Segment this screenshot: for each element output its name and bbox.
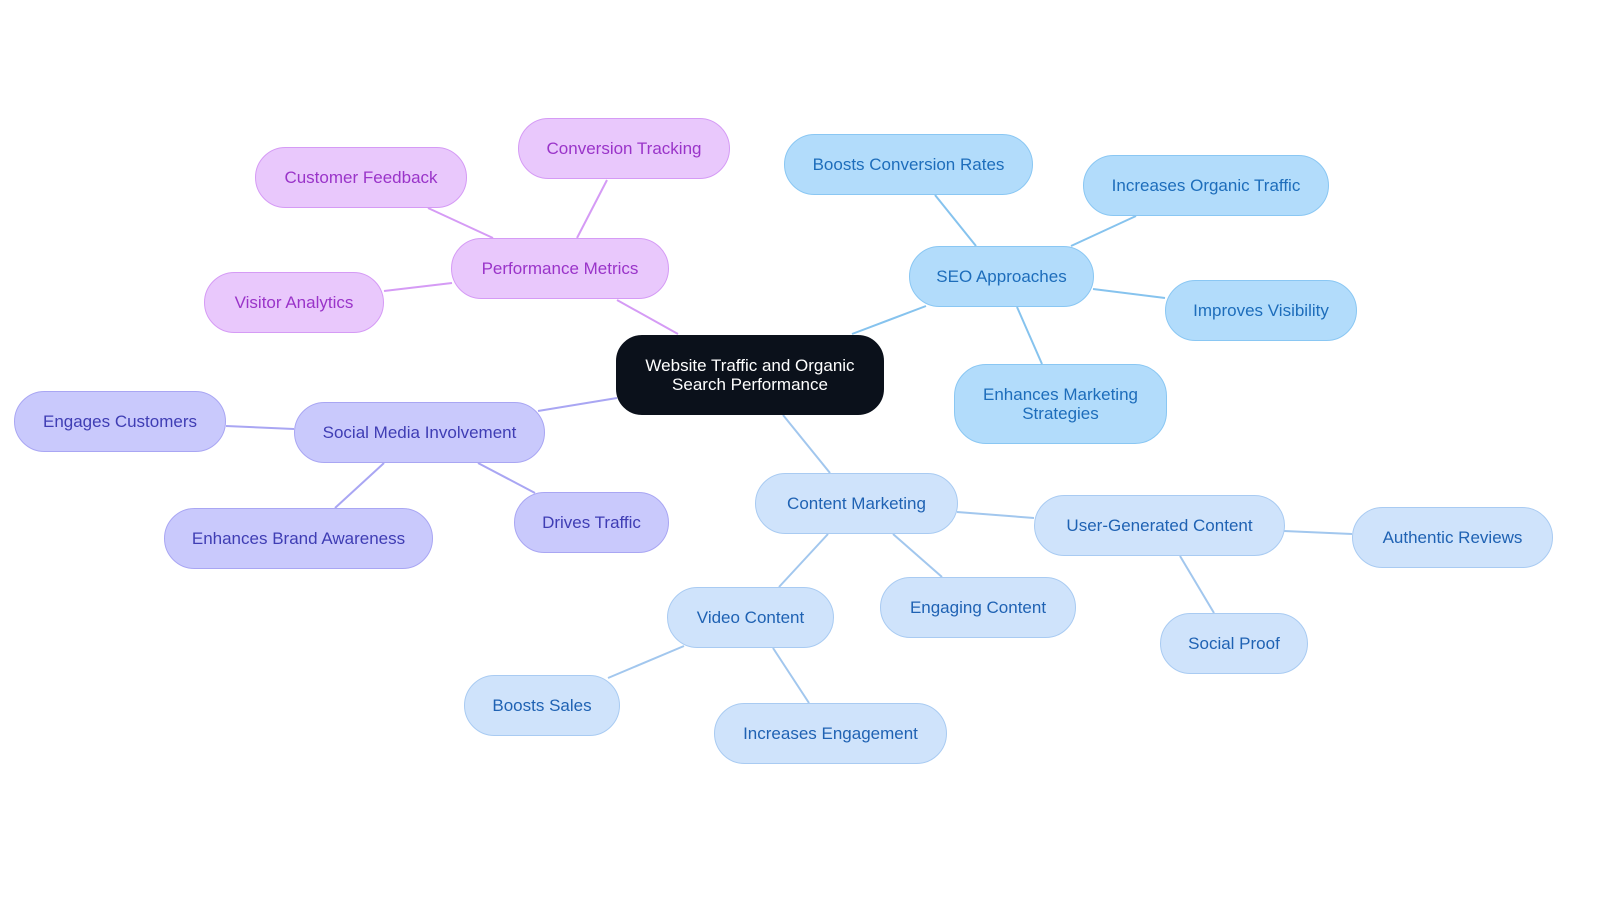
conversion-tracking-node: Conversion Tracking <box>518 118 730 179</box>
edge-content-video <box>778 533 829 588</box>
edge-seo-boosts-conversion <box>934 194 977 247</box>
edge-content-engaging <box>892 533 943 578</box>
edge-seo-visibility <box>1092 288 1166 299</box>
drives-traffic-node: Drives Traffic <box>514 492 669 553</box>
user-generated-content-node: User-Generated Content <box>1034 495 1285 556</box>
engaging-content-node: Engaging Content <box>880 577 1076 638</box>
edge-root-content-marketing <box>782 414 831 474</box>
engages-customers-node: Engages Customers <box>14 391 226 452</box>
social-proof-node: Social Proof <box>1160 613 1308 674</box>
visitor-analytics-node: Visitor Analytics <box>204 272 384 333</box>
edge-ugc-authentic-reviews <box>1283 530 1353 535</box>
authentic-reviews-node: Authentic Reviews <box>1352 507 1553 568</box>
edge-root-seo <box>851 305 927 335</box>
edge-seo-marketing-strategies <box>1016 306 1043 365</box>
enhances-marketing-strategies-node: Enhances Marketing Strategies <box>954 364 1167 444</box>
edge-content-user-generated <box>956 511 1035 519</box>
boosts-sales-node: Boosts Sales <box>464 675 620 736</box>
enhances-brand-awareness-node: Enhances Brand Awareness <box>164 508 433 569</box>
customer-feedback-node: Customer Feedback <box>255 147 467 208</box>
edge-performance-visitor-analytics <box>383 282 453 292</box>
edge-video-engagement <box>772 647 810 704</box>
edge-ugc-social-proof <box>1179 555 1215 614</box>
improves-visibility-node: Improves Visibility <box>1165 280 1357 341</box>
edge-performance-conversion-tracking <box>576 179 608 239</box>
root-node-line-1: Website Traffic and Organic <box>645 356 855 375</box>
seo-approaches-node: SEO Approaches <box>909 246 1094 307</box>
root-node: Website Traffic and Organic Search Perfo… <box>616 335 884 415</box>
edge-social-engages-customers <box>225 425 295 430</box>
boosts-conversion-rates-node: Boosts Conversion Rates <box>784 134 1033 195</box>
content-marketing-node: Content Marketing <box>755 473 958 534</box>
edge-video-boosts-sales <box>607 645 685 679</box>
root-node-line-2: Search Performance <box>672 375 828 394</box>
edge-root-performance-metrics <box>616 299 679 335</box>
video-content-node: Video Content <box>667 587 834 648</box>
edge-seo-organic-traffic <box>1070 215 1137 247</box>
edge-social-brand-awareness <box>334 462 385 509</box>
social-media-involvement-node: Social Media Involvement <box>294 402 545 463</box>
edge-root-social-media <box>537 397 618 412</box>
edge-performance-customer-feedback <box>427 207 494 239</box>
performance-metrics-node: Performance Metrics <box>451 238 669 299</box>
increases-engagement-node: Increases Engagement <box>714 703 947 764</box>
increases-organic-traffic-node: Increases Organic Traffic <box>1083 155 1329 216</box>
edge-social-drives-traffic <box>477 462 536 494</box>
